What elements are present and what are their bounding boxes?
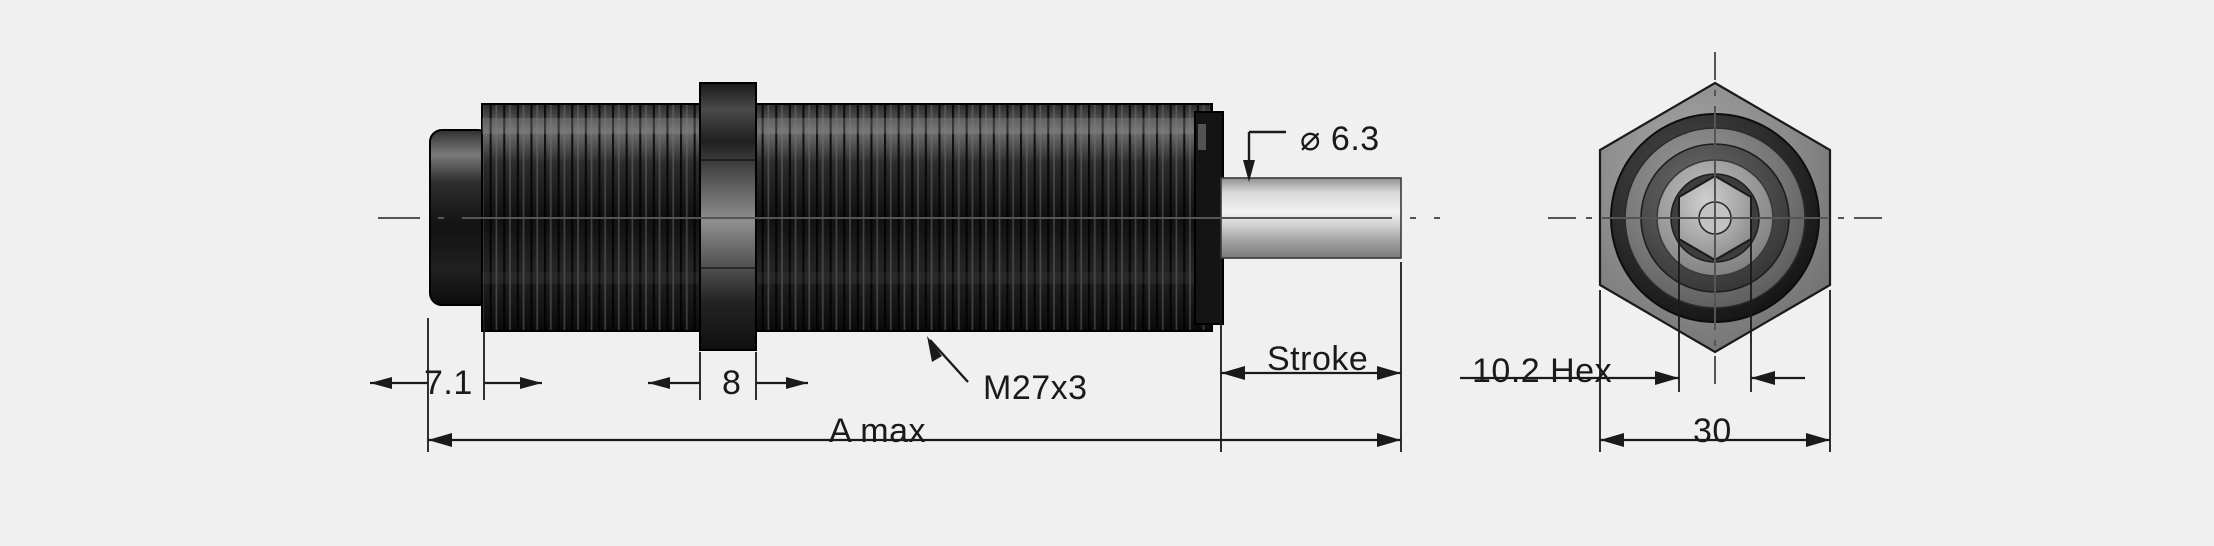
end-view [1460,52,1882,452]
side-view [370,82,1440,452]
thread-spec-leader [927,336,969,383]
center-lines-end-view [1548,52,1882,384]
dim-label-thread-spec: M27x3 [983,369,1088,407]
dim-label-nut-width: 8 [722,364,742,402]
dim-label-body-diameter: 30 [1693,412,1732,450]
dim-a-max [428,433,1401,447]
dim-label-hex-across-flats: 10.2 Hex [1472,352,1613,390]
dim-label-cap-length: 7.1 [424,364,473,402]
dim-label-rod-diameter: ⌀ 6.3 [1300,120,1380,158]
mounting-nut [699,82,757,351]
dim-label-stroke: Stroke [1267,340,1369,378]
dim-7-1 [370,318,542,452]
dim-30 [1599,290,1831,452]
dim-hex [1460,239,1805,392]
dim-label-overall-length: A max [829,412,926,450]
dim-8 [648,352,808,400]
rod-diameter-leader [1243,130,1286,182]
dim-stroke [1220,262,1402,452]
